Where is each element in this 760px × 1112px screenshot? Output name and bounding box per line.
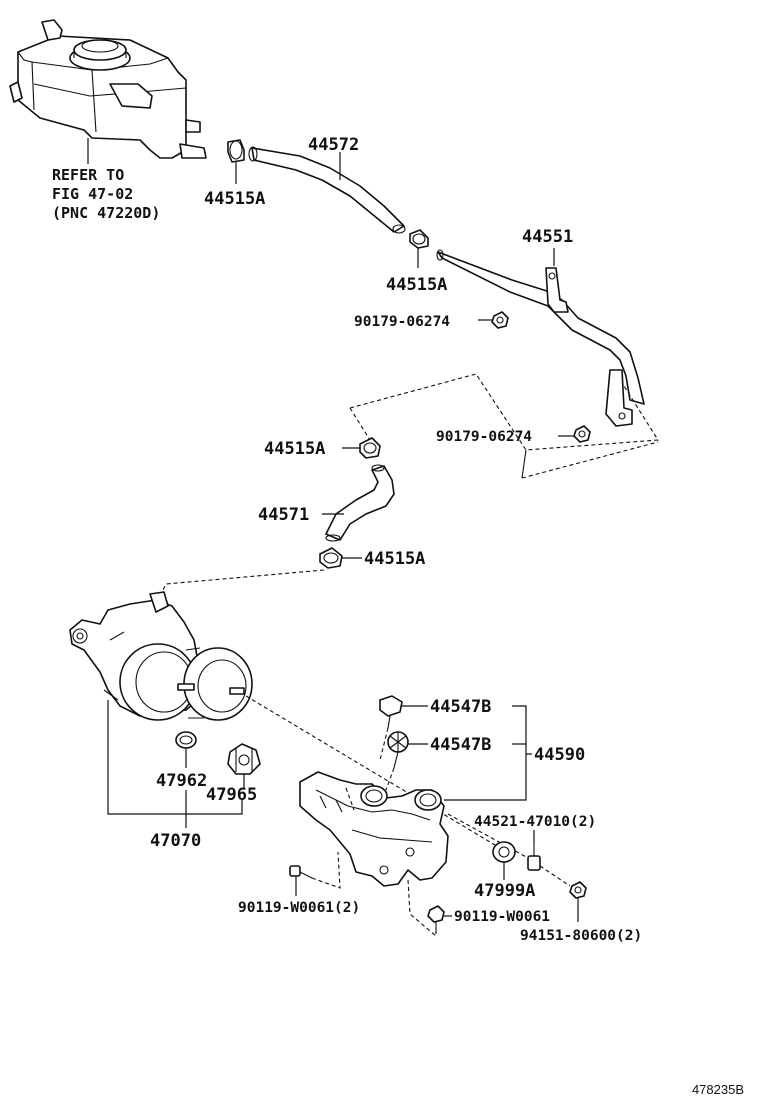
hose-clamp-icon — [409, 229, 429, 249]
grommet-icon — [379, 695, 403, 729]
label-90179-06274-2: 90179-06274 — [436, 429, 532, 445]
nut-icon — [491, 311, 509, 329]
label-44515A-2: 44515A — [386, 275, 447, 295]
hose-clamp-icon — [227, 139, 245, 163]
label-47070: 47070 — [150, 831, 201, 851]
label-44515A-4: 44515A — [364, 549, 425, 569]
label-44547B-2: 44547B — [430, 735, 491, 755]
label-44551: 44551 — [522, 227, 573, 247]
hose-clamp-icon — [359, 437, 381, 459]
bracket-assembly-icon — [299, 771, 449, 887]
hose-44571-icon — [325, 464, 395, 542]
label-44547B-1: 44547B — [430, 697, 491, 717]
bolt-icon — [427, 905, 445, 934]
label-44521-47010: 44521-47010(2) — [474, 814, 596, 830]
figure-id: 478235B — [692, 1082, 744, 1097]
label-47962: 47962 — [156, 771, 207, 791]
label-90179-06274-1: 90179-06274 — [354, 314, 450, 330]
label-47965: 47965 — [206, 785, 257, 805]
pipe-44551-icon — [436, 249, 645, 427]
label-94151-80600: 94151-80600(2) — [520, 928, 642, 944]
reference-line-1: REFER TO — [52, 166, 124, 184]
cushion-icon — [227, 743, 261, 775]
label-44590: 44590 — [534, 745, 585, 765]
hose-44572-icon — [248, 146, 406, 234]
label-44515A-3: 44515A — [264, 439, 325, 459]
grommet-icon — [387, 731, 409, 769]
reference-line-3: (PNC 47220D) — [52, 204, 160, 222]
o-ring-icon — [175, 731, 197, 749]
cushion-icon — [492, 841, 516, 863]
label-44515A-1: 44515A — [204, 189, 265, 209]
label-47999A: 47999A — [474, 881, 535, 901]
label-44571: 44571 — [258, 505, 309, 525]
pump-motor-icon — [69, 591, 253, 721]
label-90119-W0061: 90119-W0061 — [454, 909, 550, 925]
label-90119-W0061-2: 90119-W0061(2) — [238, 900, 360, 916]
bolt-icon — [527, 842, 541, 871]
nut-icon — [573, 425, 591, 443]
bolt-icon — [289, 865, 313, 879]
label-44572: 44572 — [308, 135, 359, 155]
nut-icon — [569, 881, 587, 899]
reservoir-tank — [9, 19, 207, 159]
reference-line-2: FIG 47-02 — [52, 185, 133, 203]
hose-clamp-icon — [319, 547, 343, 569]
